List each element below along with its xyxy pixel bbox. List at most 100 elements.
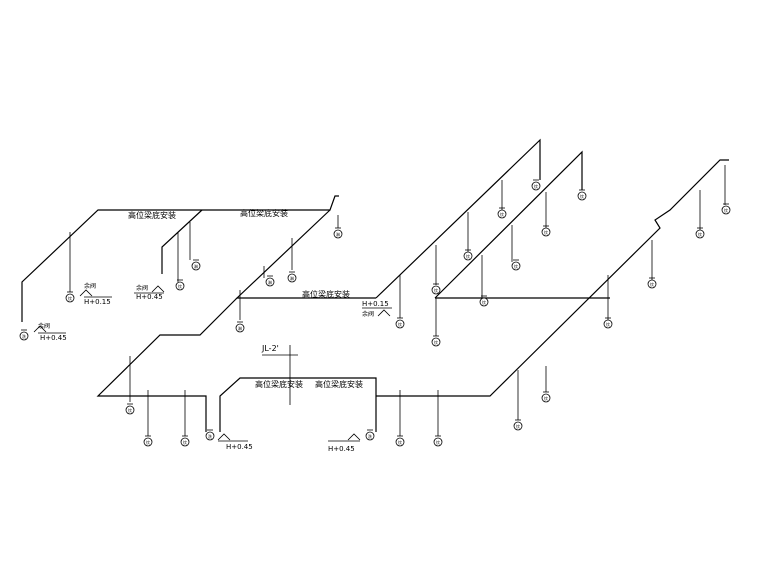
fixture-glyph: 饮 — [398, 439, 402, 445]
fixture-glyph: 饮 — [698, 231, 702, 237]
valve-label: 余阀 — [84, 282, 96, 290]
fixture-circle — [395, 319, 405, 329]
riser-label: JL-2' — [261, 344, 279, 353]
fixture-circle — [191, 261, 201, 271]
fixture-circle — [235, 323, 245, 333]
fixture-circle — [265, 277, 275, 287]
fixture-glyph: 饮 — [606, 321, 610, 327]
pipe-lower-diagonal — [96, 297, 238, 432]
left-pipe-network — [21, 159, 729, 432]
fixture-circle — [513, 421, 523, 431]
fixture-circle — [205, 431, 215, 441]
elevation-label: H+0.45 — [328, 445, 355, 453]
fixture-glyph: 淋 — [238, 325, 242, 331]
right-pipe-network — [375, 138, 610, 299]
valve-markers — [33, 285, 392, 442]
pipe-left-diagonal — [235, 209, 376, 299]
fixture-circle — [180, 437, 190, 447]
fixture-glyph: 饮 — [500, 211, 504, 217]
fixture-circle — [287, 273, 297, 283]
fixture-glyph: 饮 — [580, 193, 584, 199]
beam-install-label: 高位梁底安装 — [128, 210, 176, 220]
fixture-glyph: 饮 — [516, 423, 520, 429]
fixture-circle — [143, 437, 153, 447]
fixture-glyph: 饮 — [128, 407, 132, 413]
fixture-glyph: 淋 — [336, 231, 340, 237]
fixture-glyph: 饮 — [544, 395, 548, 401]
fixture-glyph: 饮 — [724, 207, 728, 213]
fixture-glyph: 饮 — [544, 229, 548, 235]
elevation-label: H+0.45 — [136, 293, 163, 301]
fixture-glyph: 洗 — [368, 433, 372, 439]
branch-drops — [69, 165, 726, 436]
pipe-right-lower — [376, 159, 729, 397]
beam-install-label: 高位梁底安装 — [315, 379, 363, 389]
fixture-circle — [479, 297, 489, 307]
valve-label: 余阀 — [362, 310, 374, 318]
fixture-circle — [365, 431, 375, 441]
fixture-circle — [333, 229, 343, 239]
valve-symbol — [217, 433, 231, 441]
pipe-right-a — [375, 138, 541, 299]
elevation-label: H+0.45 — [226, 443, 253, 451]
pipe-lower-run — [219, 377, 377, 432]
valve-symbol — [33, 325, 47, 333]
fixture-circle — [19, 331, 29, 341]
fixture-circle — [603, 319, 613, 329]
fixture-symbols: 饮洗饮淋淋淋淋淋饮饮饮饮饮饮饮饮饮饮饮饮饮饮饮饮饮饮饮饮饮洗洗 — [19, 179, 731, 447]
fixture-glyph: 饮 — [534, 183, 538, 189]
fixture-glyph: 饮 — [183, 439, 187, 445]
fixture-glyph: 饮 — [178, 283, 182, 289]
fixture-glyph: 饮 — [146, 439, 150, 445]
fixture-circle — [431, 337, 441, 347]
fixture-glyph: 饮 — [482, 299, 486, 305]
fixture-glyph: 饮 — [466, 253, 470, 259]
fixture-glyph: 饮 — [436, 439, 440, 445]
fixture-glyph: 饮 — [434, 339, 438, 345]
fixture-circle — [395, 437, 405, 447]
fixture-circle — [125, 405, 135, 415]
fixture-circle — [433, 437, 443, 447]
valve-symbol — [151, 285, 165, 293]
elevation-label: H+0.15 — [362, 300, 389, 308]
fixture-circle — [647, 279, 657, 289]
fixture-glyph: 洗 — [22, 333, 26, 339]
valve-symbol — [347, 433, 361, 441]
valve-symbol — [377, 309, 391, 317]
fixture-glyph: 淋 — [268, 279, 272, 285]
fixture-glyph: 淋 — [290, 275, 294, 281]
elevation-label: H+0.15 — [84, 298, 111, 306]
valve-symbol — [79, 289, 93, 297]
fixture-glyph: 洗 — [208, 433, 212, 439]
fixture-glyph: 淋 — [194, 263, 198, 269]
valve-label: 余阀 — [38, 322, 50, 330]
pipe-mid-diagonal — [161, 209, 203, 274]
beam-install-label: 高位梁底安装 — [240, 208, 288, 218]
fixture-circle — [695, 229, 705, 239]
valve-label: 余阀 — [136, 284, 148, 292]
fixture-glyph: 饮 — [514, 263, 518, 269]
fixture-glyph: 饮 — [398, 321, 402, 327]
pipe-upper-left — [21, 195, 339, 322]
fixture-circle — [175, 281, 185, 291]
fixture-circle — [431, 285, 441, 295]
beam-install-label: 高位梁底安装 — [255, 379, 303, 389]
beam-install-label: 高位梁底安装 — [302, 289, 350, 299]
annotations: 高位梁底安装 高位梁底安装 高位梁底安装 高位梁底安装 高位梁底安装 余阀 H+… — [38, 208, 389, 453]
fixture-circle — [531, 181, 541, 191]
fixture-circle — [577, 191, 587, 201]
fixture-circle — [497, 209, 507, 219]
fixture-circle — [463, 251, 473, 261]
fixture-glyph: 饮 — [650, 281, 654, 287]
fixture-glyph: 饮 — [68, 295, 72, 301]
fixture-circle — [541, 227, 551, 237]
elevation-label: H+0.45 — [40, 334, 67, 342]
pipe-right-b — [434, 150, 583, 299]
fixture-glyph: 饮 — [434, 287, 438, 293]
fixture-circle — [511, 261, 521, 271]
fixture-circle — [65, 293, 75, 303]
fixture-circle — [721, 205, 731, 215]
fixture-circle — [541, 393, 551, 403]
